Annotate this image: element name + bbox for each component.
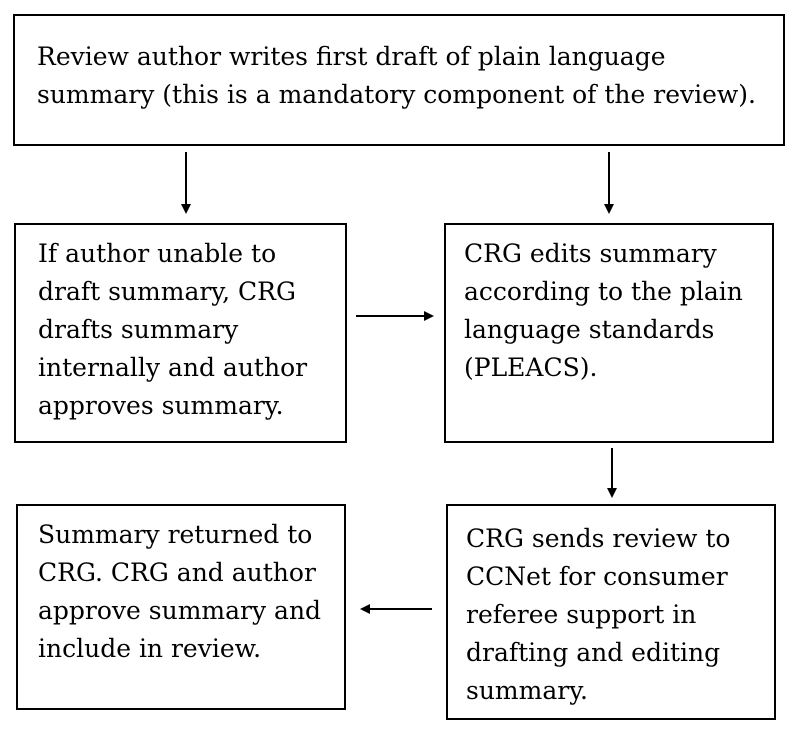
- step-ccnet-referee-support: CRG sends review to CCNet for consumer r…: [446, 504, 776, 720]
- box-text-line: draft summary, CRG: [38, 277, 296, 306]
- step-summary-returned: Summary returned to CRG. CRG and author …: [16, 504, 346, 710]
- box-text-line: CCNet for consumer: [466, 562, 728, 591]
- box-text-line: drafts summary: [38, 315, 239, 344]
- box-text-line: CRG sends review to: [466, 524, 731, 553]
- box-text-line: If author unable to: [38, 239, 277, 268]
- box-text-line: referee support in: [466, 600, 697, 629]
- box-text-line: Summary returned to: [38, 520, 313, 549]
- step-crg-edits-summary: CRG edits summary according to the plain…: [444, 223, 774, 443]
- box-text-line: Review author writes first draft of plai…: [37, 42, 666, 71]
- box-text-line: approves summary.: [38, 391, 284, 420]
- step-author-first-draft: Review author writes first draft of plai…: [13, 14, 785, 146]
- box-text-line: CRG. CRG and author: [38, 558, 316, 587]
- box-text-line: internally and author: [38, 353, 308, 382]
- box-text-line: approve summary and: [38, 596, 322, 625]
- box-text-line: (PLEACS).: [464, 353, 598, 382]
- box-text-line: language standards: [464, 315, 715, 344]
- box-text-line: according to the plain: [464, 277, 743, 306]
- step-crg-drafts-summary: If author unable to draft summary, CRG d…: [14, 223, 347, 443]
- box-text-line: drafting and editing: [466, 638, 721, 667]
- box-text-line: summary (this is a mandatory component o…: [37, 80, 757, 109]
- box-text-line: summary.: [466, 676, 588, 705]
- box-text-line: CRG edits summary: [464, 239, 717, 268]
- box-text-line: include in review.: [38, 634, 262, 663]
